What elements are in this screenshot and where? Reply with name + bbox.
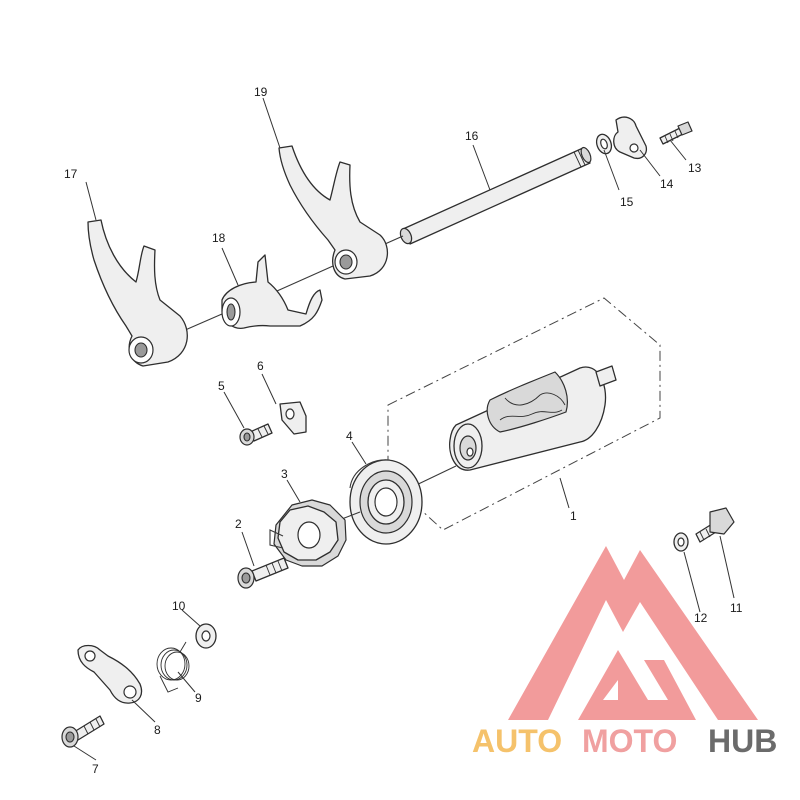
callout-13: 13 xyxy=(688,161,702,175)
part-7-bolt xyxy=(61,715,105,748)
part-1-shift-drum xyxy=(449,365,617,471)
callout-17: 17 xyxy=(64,167,78,181)
part-8-shift-arm xyxy=(77,644,143,704)
part-16-shift-fork-shaft xyxy=(399,146,592,245)
callout-9: 9 xyxy=(195,691,202,705)
part-18-shift-fork xyxy=(221,254,323,329)
logo-triangle-mark xyxy=(508,546,758,720)
callout-labels: 17 19 18 16 15 14 13 6 5 4 3 2 1 10 9 8 … xyxy=(64,85,743,776)
part-15-washer xyxy=(595,133,613,155)
callout-19: 19 xyxy=(254,85,268,99)
callout-2: 2 xyxy=(235,517,242,531)
part-19-shift-fork xyxy=(278,145,389,280)
callout-3: 3 xyxy=(281,467,288,481)
callout-16: 16 xyxy=(465,129,479,143)
part-13-screw xyxy=(659,121,693,145)
callout-15: 15 xyxy=(620,195,634,209)
logo-triangle-inner xyxy=(578,650,696,720)
logo-word-moto: MOTO xyxy=(582,723,677,759)
callout-12: 12 xyxy=(694,611,708,625)
callout-8: 8 xyxy=(154,723,161,737)
logo-word-hub: HUB xyxy=(708,723,777,759)
logo-triangle-outer xyxy=(508,546,758,720)
part-9-spring xyxy=(156,641,190,693)
part-12-washer xyxy=(673,532,689,552)
part-5-bolt xyxy=(239,423,273,446)
callout-6: 6 xyxy=(257,359,264,373)
part-11-bolt xyxy=(695,507,735,543)
part-10-washer xyxy=(195,623,217,649)
part-2-bolt xyxy=(237,557,289,589)
part-14-plate xyxy=(613,116,648,160)
callout-1: 1 xyxy=(570,509,577,523)
callout-14: 14 xyxy=(660,177,674,191)
part-17-shift-fork xyxy=(87,219,188,367)
callout-5: 5 xyxy=(218,379,225,393)
part-6-plate xyxy=(279,401,307,435)
callout-18: 18 xyxy=(212,231,226,245)
leader-lines xyxy=(73,97,735,761)
part-3-star-cam xyxy=(269,499,347,567)
callout-10: 10 xyxy=(172,599,186,613)
callout-7: 7 xyxy=(92,762,99,776)
part-4-bearing xyxy=(349,459,423,545)
logo-word-auto: AUTO xyxy=(472,723,562,759)
callout-11: 11 xyxy=(730,601,743,615)
callout-4: 4 xyxy=(346,429,353,443)
axis-line-mid xyxy=(267,265,334,296)
automotohub-watermark: AUTO MOTO HUB xyxy=(472,546,777,759)
